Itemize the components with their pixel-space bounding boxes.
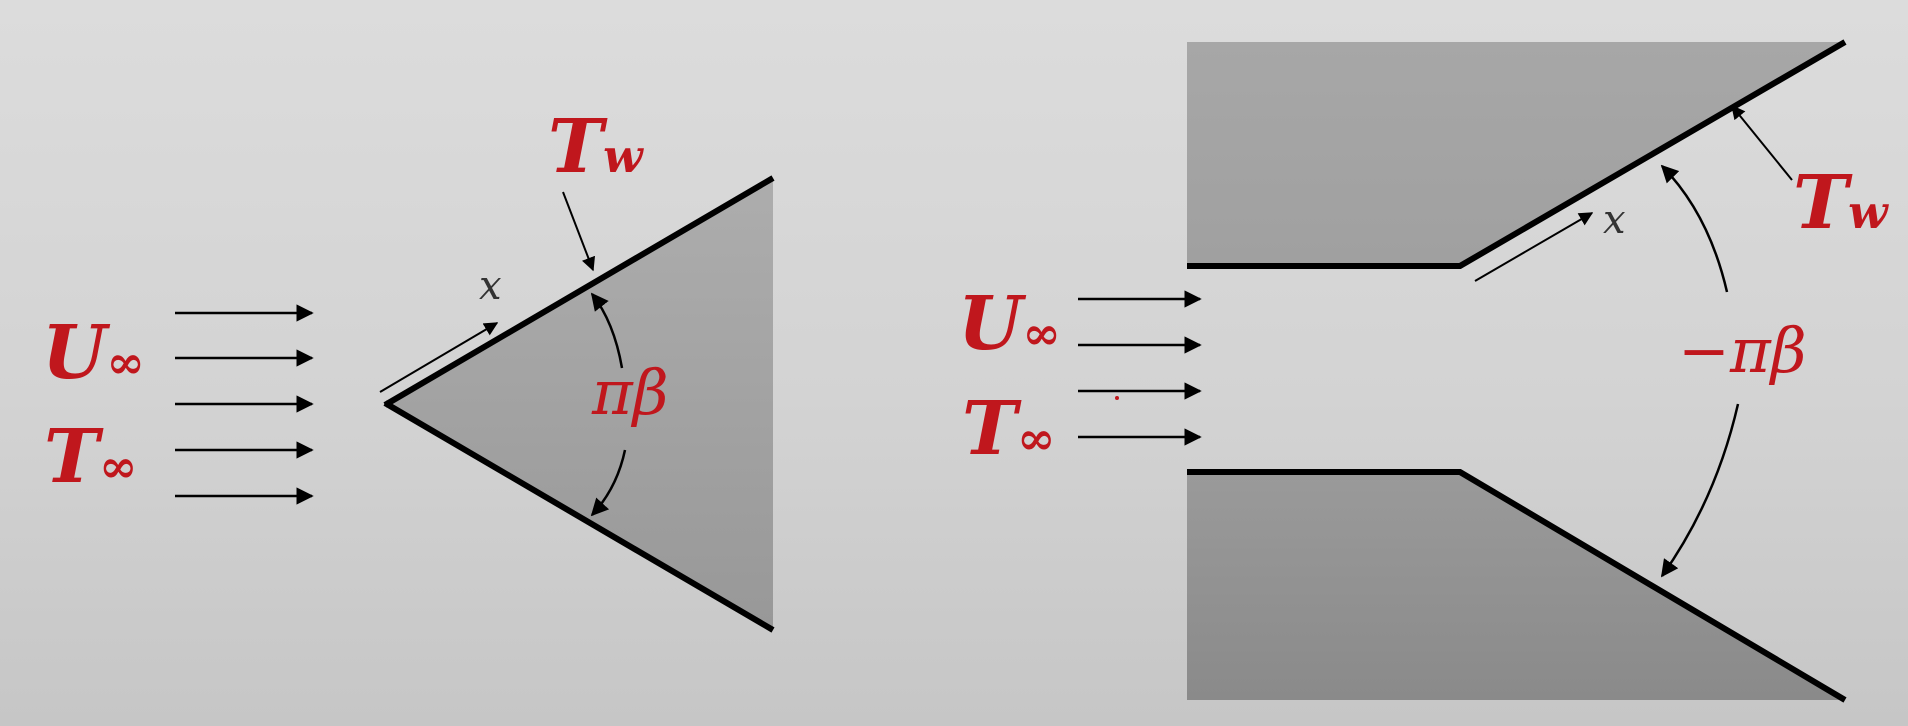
x-coordinate-label-right: x (1603, 197, 1626, 243)
wall-temperature-symbol: T (1793, 160, 1849, 246)
right-diagram (1078, 39, 1847, 703)
wall-temperature-label-right: Tw (1793, 166, 1888, 240)
wedge-lower-surface (383, 400, 775, 633)
temperature-symbol: T (962, 386, 1018, 472)
lower-wall-block (1187, 472, 1845, 700)
velocity-symbol: U (958, 281, 1023, 367)
diverging-angle-label: −πβ (1678, 314, 1807, 387)
upper-wall-surface (1187, 39, 1847, 269)
x-coordinate-label: x (479, 263, 502, 309)
wall-temperature-pointer-right (1731, 104, 1793, 181)
wedge-angle-label: πβ (592, 356, 669, 429)
freestream-arrows-right (1078, 290, 1202, 446)
velocity-symbol: U (42, 310, 107, 396)
wedge-body (388, 178, 773, 630)
stray-dot (1115, 396, 1119, 400)
angle-arc-lower-right (1660, 403, 1740, 578)
angle-arc-lower (590, 449, 627, 517)
left-diagram (175, 175, 775, 633)
freestream-velocity-label-right: U∞ (958, 287, 1061, 361)
x-coordinate-arrow-right (1474, 212, 1594, 282)
wall-temperature-subscript: w (1848, 185, 1888, 239)
wall-temperature-pointer (562, 191, 596, 272)
temperature-subscript: ∞ (99, 439, 138, 493)
wall-temperature-label: Tw (548, 110, 643, 184)
x-coordinate-arrow (379, 322, 499, 393)
angle-arc-upper-right (1660, 164, 1729, 293)
velocity-subscript: ∞ (1022, 306, 1061, 360)
wall-temperature-subscript: w (603, 129, 643, 183)
wall-temperature-symbol: T (548, 104, 604, 190)
wedge-upper-surface (383, 175, 775, 408)
lower-wall-surface (1187, 469, 1847, 703)
velocity-subscript: ∞ (106, 335, 145, 389)
angle-arc-upper (590, 292, 624, 369)
freestream-arrows (175, 304, 314, 505)
temperature-subscript: ∞ (1017, 411, 1056, 465)
upper-wall-block (1187, 42, 1845, 266)
freestream-temperature-label-right: T∞ (962, 392, 1055, 466)
freestream-temperature-label: T∞ (44, 420, 137, 494)
freestream-velocity-label: U∞ (42, 316, 145, 390)
temperature-symbol: T (44, 414, 100, 500)
